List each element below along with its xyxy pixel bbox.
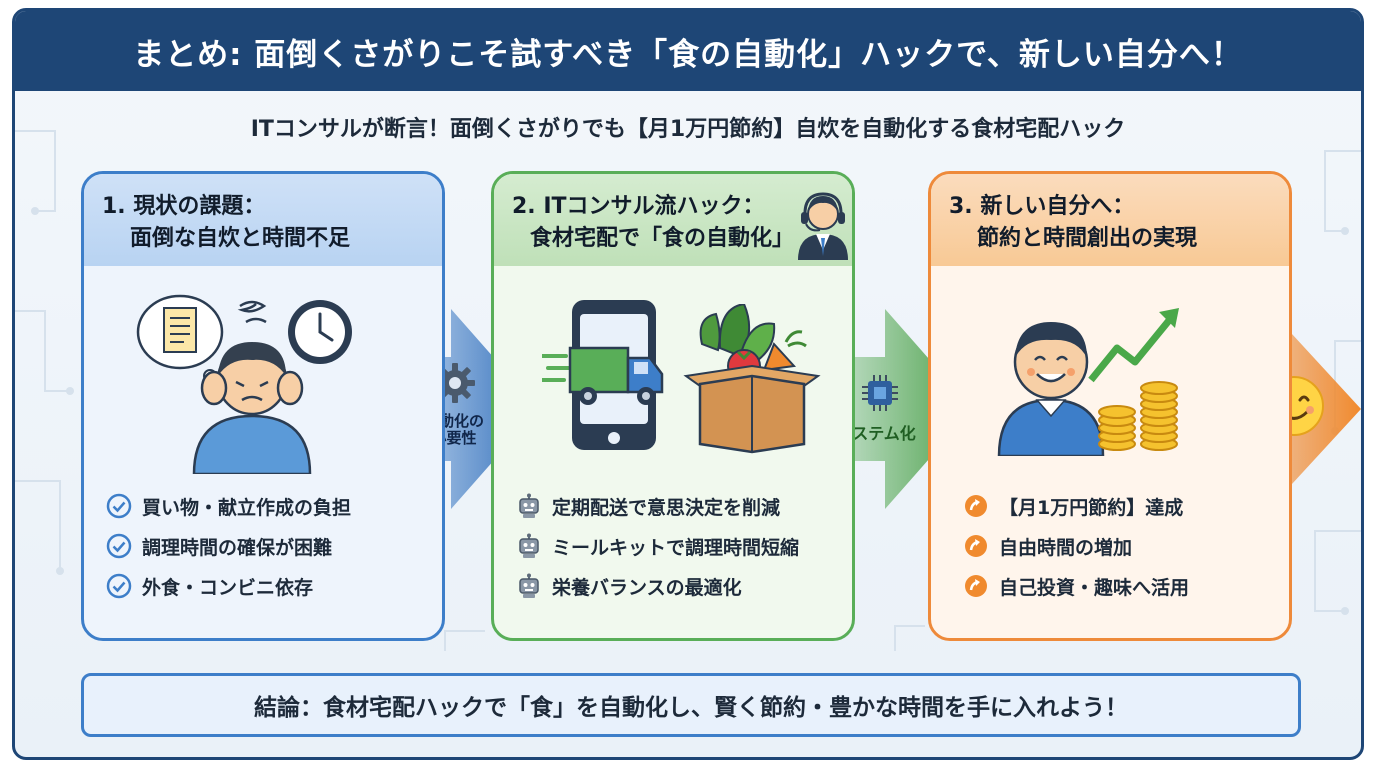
panel-3-body: 【月1万円節約】達成 自由時間の増加 自己投資・趣味へ活用 (931, 266, 1289, 638)
panel-1-heading-line2: 面倒な自炊と時間不足 (130, 226, 351, 251)
panel-1-heading-line1: 1. 現状の課題： (102, 194, 266, 219)
panel-current-problem: 1. 現状の課題： 面倒な自炊と時間不足 (81, 171, 445, 641)
arrow-2-label: システム化 (836, 424, 916, 443)
robot-icon (519, 493, 539, 518)
panel-2-heading: 2. ITコンサル流ハック： 食材宅配で「食の自動化」 (494, 174, 852, 266)
phone-delivery-illustration (542, 300, 664, 450)
list-item: 買い物・献立作成の負担 (106, 486, 436, 526)
panel-1-heading: 1. 現状の課題： 面倒な自炊と時間不足 (84, 174, 442, 266)
up-arrow-circle-icon (965, 495, 987, 517)
list-item-text: 【月1万円節約】達成 (999, 496, 1184, 519)
panel-1-item-list: 買い物・献立作成の負担 調理時間の確保が困難 外食・コンビニ依存 (106, 486, 436, 606)
infographic-frame: まとめ: 面倒くさがりこそ試すべき「食の自動化」ハックで、新しい自分へ！ ITコ… (12, 8, 1364, 760)
list-item-text: 買い物・献立作成の負担 (142, 496, 352, 519)
list-item: 調理時間の確保が困難 (106, 526, 436, 566)
stressed-person-illustration (136, 294, 352, 474)
panel-2-heading-line2: 食材宅配で「食の自動化」 (530, 226, 795, 251)
panel-2-item-list: 定期配送で意思決定を削減 ミールキットで調理時間短縮 栄養バランスの最適化 (516, 486, 846, 606)
robot-icon (519, 533, 539, 558)
list-item: 外食・コンビニ依存 (106, 566, 436, 606)
list-item: ミールキットで調理時間短縮 (516, 526, 846, 566)
panel-3-heading-line2: 節約と時間創出の実現 (977, 226, 1198, 251)
panel-2-body: 定期配送で意思決定を削減 ミールキットで調理時間短縮 栄養バランスの最適化 (494, 266, 852, 638)
list-item-text: 調理時間の確保が困難 (142, 536, 333, 559)
check-circle-icon (106, 533, 132, 559)
panel-3-heading-line1: 3. 新しい自分へ： (949, 194, 1135, 219)
page-title: まとめ: 面倒くさがりこそ試すべき「食の自動化」ハックで、新しい自分へ！ (15, 11, 1361, 91)
list-item: 【月1万円節約】達成 (963, 486, 1289, 526)
panel-new-self: 3. 新しい自分へ： 節約と時間創出の実現 (928, 171, 1292, 641)
list-item: 自己投資・趣味へ活用 (963, 566, 1289, 606)
list-item: 定期配送で意思決定を削減 (516, 486, 846, 526)
up-arrow-circle-icon (965, 575, 987, 597)
robot-icon (519, 573, 539, 598)
check-circle-icon (106, 573, 132, 599)
panel-1-body: 買い物・献立作成の負担 調理時間の確保が困難 外食・コンビニ依存 (84, 266, 442, 638)
list-item-text: 外食・コンビニ依存 (142, 576, 314, 599)
circuit-background (15, 130, 1361, 651)
conclusion-banner: 結論：食材宅配ハックで「食」を自動化し、賢く節約・豊かな時間を手に入れよう！ (81, 673, 1301, 737)
up-arrow-circle-icon (965, 535, 987, 557)
list-item-text: 自由時間の増加 (999, 536, 1133, 559)
panel-3-item-list: 【月1万円節約】達成 自由時間の増加 自己投資・趣味へ活用 (963, 486, 1289, 606)
consultant-headset-icon (798, 192, 848, 260)
list-item-text: 自己投資・趣味へ活用 (999, 576, 1190, 599)
panel-3-heading: 3. 新しい自分へ： 節約と時間創出の実現 (931, 174, 1289, 266)
page-subtitle: ITコンサルが断言！面倒くさがりでも【月1万円節約】自炊を自動化する食材宅配ハッ… (250, 117, 1126, 142)
panel-2-heading-line1: 2. ITコンサル流ハック： (512, 194, 765, 219)
happy-person-coins-illustration (997, 308, 1179, 456)
list-item-text: 定期配送で意思決定を削減 (552, 496, 781, 519)
chip-icon (862, 375, 898, 411)
list-item-text: 栄養バランスの最適化 (552, 576, 742, 599)
list-item-text: ミールキットで調理時間短縮 (552, 536, 800, 559)
list-item: 自由時間の増加 (963, 526, 1289, 566)
check-circle-icon (106, 493, 132, 519)
vegetable-box-illustration (683, 304, 821, 454)
panel-it-consultant-hack: 2. ITコンサル流ハック： 食材宅配で「食の自動化」 (491, 171, 855, 641)
list-item: 栄養バランスの最適化 (516, 566, 846, 606)
